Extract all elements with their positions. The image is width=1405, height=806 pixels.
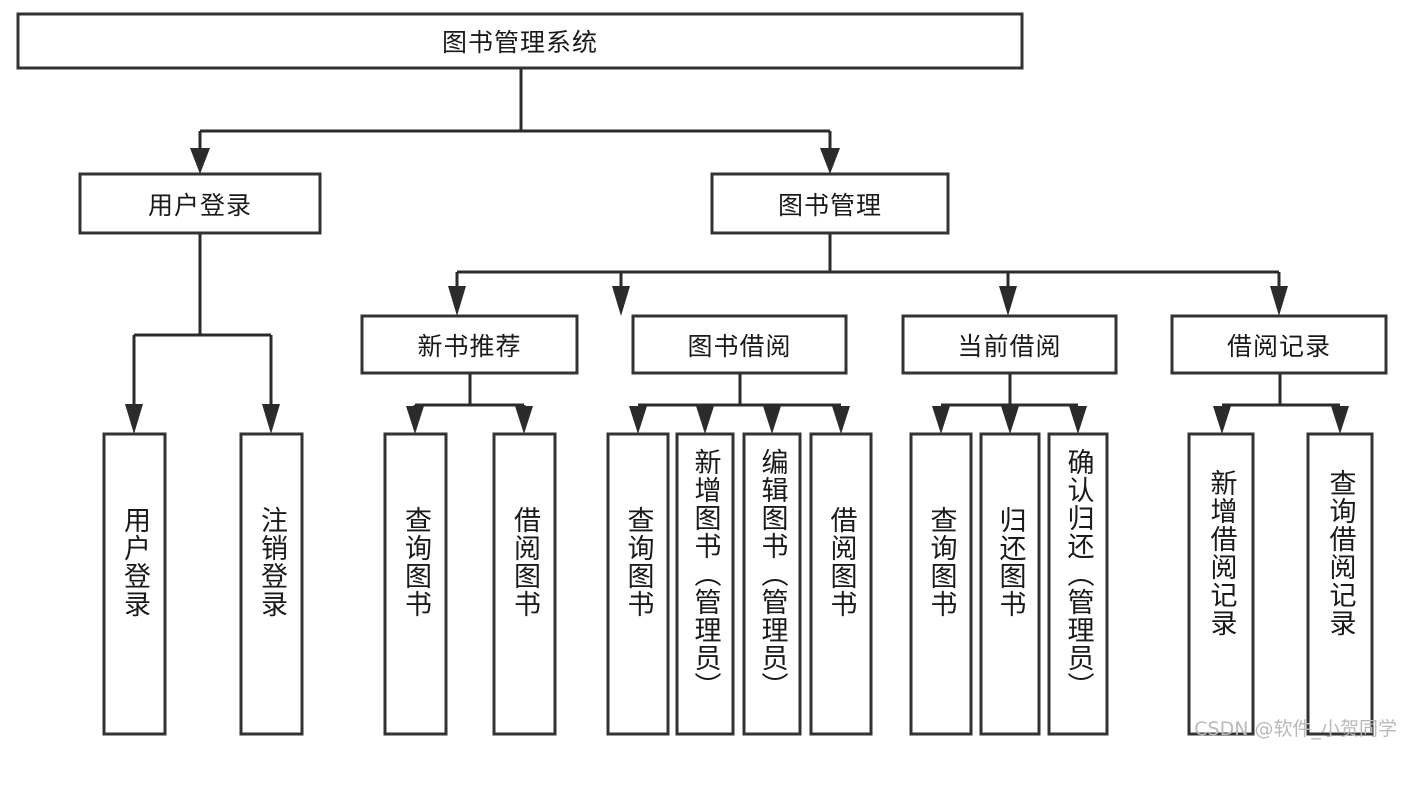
connector-group-new-book: [406, 373, 533, 434]
arrow-head-current-2: [1001, 406, 1019, 434]
arrow-head-manage-4: [1270, 286, 1288, 316]
diagram-canvas: [16, 12, 1388, 736]
node-box-leaf-user-login-0[interactable]: [102, 432, 167, 736]
arrow-head-borrow-4: [832, 406, 850, 434]
node-box-leaf-current-borrow-2[interactable]: [1047, 432, 1109, 736]
arrow-head-manage-2: [612, 286, 630, 316]
connector-group-current-borrow: [932, 373, 1087, 434]
arrow-head-records-1: [1213, 406, 1231, 434]
arrow-head-root-2: [820, 148, 840, 174]
node-box-root[interactable]: [16, 12, 1024, 70]
arrow-head-manage-3: [999, 286, 1017, 316]
arrow-head-login-2: [262, 404, 280, 434]
node-box-leaf-user-login-1[interactable]: [239, 432, 304, 736]
functional-structure-diagram: 图书管理系统 用户登录 图书管理 新书推荐 图书借阅 当前借阅 借阅记录 用户登…: [16, 12, 1397, 740]
arrow-head-current-1: [932, 406, 950, 434]
node-box-leaf-borrow-records-1[interactable]: [1306, 432, 1374, 736]
node-box-user-login[interactable]: [78, 172, 322, 235]
arrow-head-records-2: [1331, 406, 1349, 434]
node-box-leaf-current-borrow-1[interactable]: [979, 432, 1041, 736]
node-box-book-borrow[interactable]: [631, 314, 848, 375]
node-box-leaf-new-book-1[interactable]: [492, 432, 557, 736]
node-box-current-borrow[interactable]: [901, 314, 1118, 375]
connector-group-user-login: [125, 233, 280, 434]
node-box-borrow-records[interactable]: [1170, 314, 1388, 375]
arrow-head-newbook-2: [515, 406, 533, 434]
connector-group-borrow-records: [1213, 373, 1349, 434]
arrow-head-manage-1: [448, 286, 466, 316]
node-box-leaf-book-borrow-0[interactable]: [606, 432, 670, 736]
arrow-head-borrow-1: [629, 406, 647, 434]
arrow-head-borrow-2: [696, 406, 714, 434]
arrow-head-current-3: [1069, 406, 1087, 434]
connector-group-book-manage: [448, 233, 1288, 316]
node-box-leaf-book-borrow-1[interactable]: [675, 432, 735, 736]
node-box-leaf-book-borrow-3[interactable]: [809, 432, 873, 736]
node-box-leaf-book-borrow-2[interactable]: [742, 432, 802, 736]
node-box-leaf-borrow-records-0[interactable]: [1187, 432, 1255, 736]
connector-group-book-borrow: [629, 373, 850, 434]
connector-group-root: [190, 68, 840, 174]
node-box-book-manage[interactable]: [710, 172, 950, 235]
arrow-head-root-1: [190, 148, 210, 174]
arrow-head-borrow-3: [763, 406, 781, 434]
node-box-new-book-recommend[interactable]: [360, 314, 579, 375]
node-box-leaf-current-borrow-0[interactable]: [909, 432, 973, 736]
arrow-head-newbook-1: [406, 406, 424, 434]
arrow-head-login-1: [125, 404, 143, 434]
node-box-leaf-new-book-0[interactable]: [383, 432, 448, 736]
